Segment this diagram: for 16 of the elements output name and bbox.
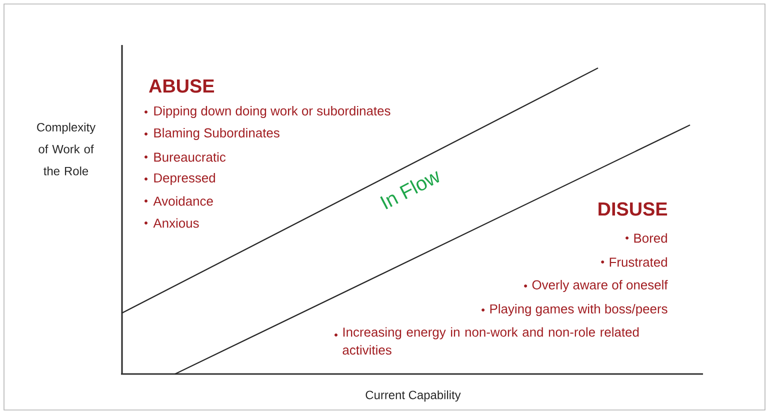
- bullet-item: Dipping down doing work or subordinates: [144, 106, 390, 118]
- zone-label: In Flow: [380, 171, 440, 210]
- axis-label: Complexity of Work of the Role: [37, 122, 96, 176]
- bullet-item: Bored: [626, 233, 667, 243]
- bullet-item: Anxious: [144, 218, 199, 228]
- heading: ABUSE: [149, 79, 214, 93]
- bullet-item: Avoidance: [144, 196, 213, 206]
- axis-label: Current Capability: [366, 390, 461, 402]
- heading: DISUSE: [598, 202, 668, 216]
- bullet-item: Increasing energy in non-work and non-role related activities: [334, 327, 639, 355]
- bullet-item: Playing games with boss/peers: [482, 304, 668, 316]
- bullet-item: Overly aware of oneself: [524, 280, 668, 292]
- bullet-item: Bureaucratic: [144, 152, 226, 162]
- bullet-item: Frustrated: [601, 257, 667, 267]
- bullet-item: Blaming Subordinates: [144, 128, 280, 140]
- bullet-item: Depressed: [144, 172, 215, 186]
